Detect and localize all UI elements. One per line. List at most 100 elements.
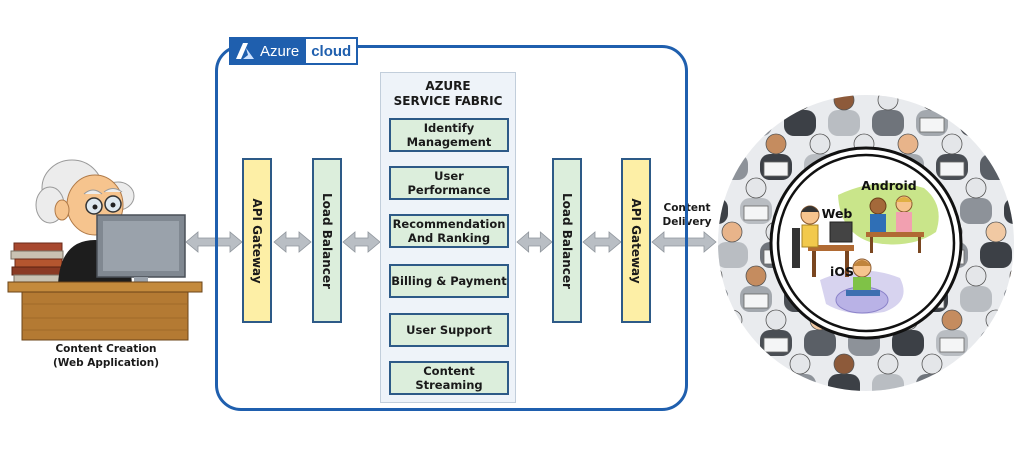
api-gateway-left: API Gateway (242, 158, 272, 323)
crowd-person-body (1004, 286, 1014, 312)
api-gateway-right-label: API Gateway (629, 197, 643, 284)
crowd-person-head (789, 95, 811, 111)
laptop-icon (939, 161, 965, 177)
platform-label-web: Web (822, 206, 853, 221)
service-identify-management: Identify Management (389, 118, 509, 152)
laptop-icon (743, 117, 769, 133)
crowd-person-head (765, 309, 787, 331)
crowd-person-head (833, 353, 855, 375)
platform-illustration (792, 182, 939, 314)
laptop-icon (743, 381, 769, 391)
service-fabric-title: AZURE SERVICE FABRIC (393, 79, 503, 108)
laptop-icon (743, 205, 769, 221)
crowd-person-body (718, 154, 748, 180)
crowd-person-body (872, 374, 904, 391)
load-balancer-right-label: Load Balancer (560, 192, 574, 289)
api-gateway-left-label: API Gateway (250, 197, 264, 284)
crowd-person-body (1004, 198, 1014, 224)
azure-badge-left: Azure (231, 39, 307, 63)
crowd-person-body (960, 110, 992, 136)
double-arrow-2 (273, 231, 312, 253)
laptop-icon (919, 381, 945, 391)
crowd-person-body (804, 330, 836, 356)
crowd-person-body (872, 110, 904, 136)
crowd-person-head (745, 95, 767, 111)
laptop-icon (939, 337, 965, 353)
crowd-person-body (784, 110, 816, 136)
left-caption-line-2: (Web Application) (53, 357, 159, 369)
crowd-person-head (985, 133, 1007, 155)
azure-badge-cloud: cloud (311, 42, 352, 60)
crowd-person-head (941, 309, 963, 331)
crowd-person-body (916, 374, 948, 391)
crowd-person-body (718, 110, 728, 136)
audience-collage (718, 95, 1014, 391)
crowd-person-body (892, 330, 924, 356)
service-user-performance: User Performance (389, 166, 509, 200)
crowd-person-head (1009, 353, 1014, 375)
crowd-person-head (965, 353, 987, 375)
crowd-person-head (721, 309, 743, 331)
crowd-person-head (721, 221, 743, 243)
crowd-person-head (965, 177, 987, 199)
crowd-person-body (828, 110, 860, 136)
service-fabric-panel: AZURE SERVICE FABRIC Identify Management… (380, 72, 516, 403)
crowd-person-body (718, 242, 748, 268)
crowd-person-head (965, 265, 987, 287)
service-content-streaming: Content Streaming (389, 361, 509, 395)
crowd-person-head (897, 133, 919, 155)
laptop-icon (763, 337, 789, 353)
crowd-person-head (965, 95, 987, 111)
crowd-person-head (809, 133, 831, 155)
double-arrow-6 (651, 231, 717, 253)
crowd-person-head (941, 133, 963, 155)
crowd-person-body (718, 286, 728, 312)
crowd-person-head (877, 353, 899, 375)
crowd-person-head (921, 95, 943, 111)
azure-cloud-badge: Azure cloud (229, 37, 359, 65)
crowd-person-head (718, 265, 723, 287)
crowd-person-head (985, 221, 1007, 243)
crowd-person-head (721, 133, 743, 155)
crowd-person-body (718, 330, 748, 356)
crowd-person-head (745, 353, 767, 375)
crowd-person-body (784, 374, 816, 391)
crowd-person-body (980, 330, 1012, 356)
azure-badge-text: Azure (260, 42, 300, 60)
crowd-person-head (1009, 265, 1014, 287)
crowd-person-head (718, 353, 723, 375)
laptop-icon (919, 117, 945, 133)
connector-arrows (185, 231, 717, 253)
load-balancer-left: Load Balancer (312, 158, 342, 323)
crowd-person-head (789, 353, 811, 375)
platform-label-ios: iOS (830, 264, 854, 279)
crowd-person-body (740, 374, 772, 391)
crowd-person-body (960, 374, 992, 391)
crowd-person-head (765, 133, 787, 155)
crowd-person-body (980, 154, 1012, 180)
crowd-person-head (745, 177, 767, 199)
azure-logo-icon (236, 43, 254, 59)
api-gateway-right: API Gateway (621, 158, 651, 323)
crowd-person-head (877, 95, 899, 111)
crowd-person-body (828, 374, 860, 391)
crowd-person-head (921, 353, 943, 375)
content-creator-illustration (7, 159, 203, 341)
crowd-person-head (985, 309, 1007, 331)
crowd-person-head (1009, 177, 1014, 199)
crowd-person-body (980, 242, 1012, 268)
crowd-person-body (960, 198, 992, 224)
service-user-support: User Support (389, 313, 509, 347)
crowd-person-head (718, 177, 723, 199)
crowd-person-head (1009, 95, 1014, 111)
crowd-person-body (718, 374, 728, 391)
crowd-person-body (740, 110, 772, 136)
laptop-icon (743, 293, 769, 309)
service-recommendation-ranking: Recommendation And Ranking (389, 214, 509, 248)
load-balancer-left-label: Load Balancer (320, 192, 334, 289)
platform-label-android: Android (861, 178, 917, 193)
crowd-person-body (1004, 374, 1014, 391)
crowd-person-head (745, 265, 767, 287)
left-caption-line-1: Content Creation (55, 343, 156, 355)
